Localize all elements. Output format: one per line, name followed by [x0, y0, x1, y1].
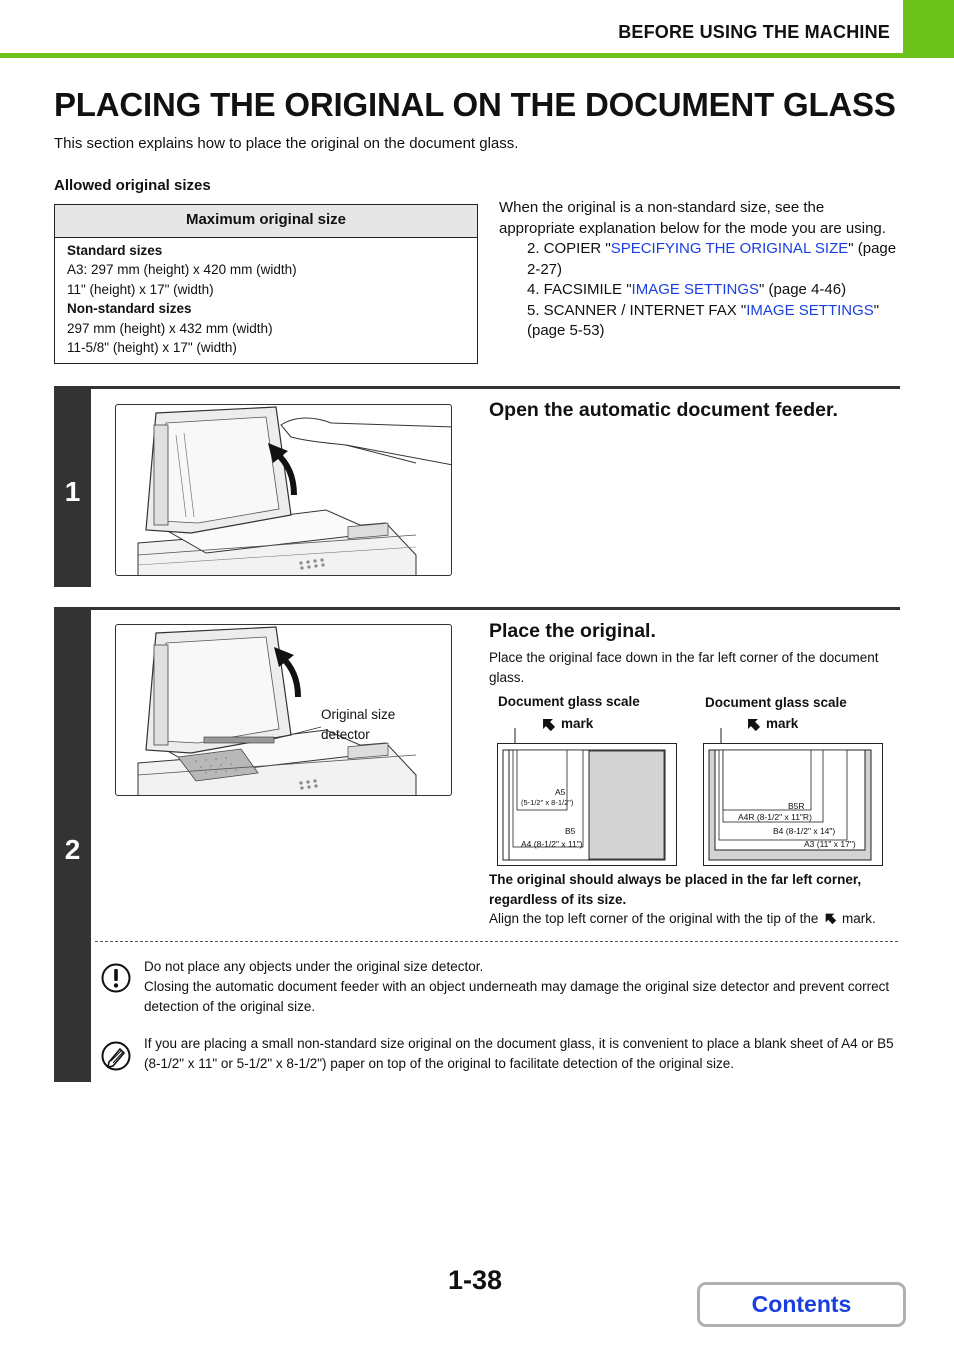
step2-number-bar: 2: [54, 607, 91, 1082]
detector-label: Original size detector: [321, 705, 441, 744]
step1-number-bar: 1: [54, 386, 91, 587]
scale-left-label: Document glass scale: [498, 694, 640, 709]
scale-right-a3: A3 (11" x 17"): [804, 839, 856, 849]
open-feeder-illustration: [137, 406, 451, 575]
page-number: 1-38: [448, 1265, 503, 1295]
step1-heading: Open the automatic document feeder.: [489, 399, 838, 421]
standard-size-inch: 11" (height) x 17" (width): [67, 281, 214, 297]
scanner-reference: 5. SCANNER / INTERNET FAX "IMAGE SETTING…: [499, 301, 899, 342]
allowed-sizes-heading: Allowed original sizes: [54, 177, 211, 194]
warning-text: Do not place any objects under the origi…: [144, 957, 899, 1017]
fax-link[interactable]: IMAGE SETTINGS: [631, 281, 760, 298]
scale-right-a4r: A4R (8-1/2" x 11"R): [738, 812, 812, 822]
step2-text: Place the original face down in the far …: [489, 650, 879, 685]
fax-suffix: " (page 4-46): [759, 281, 847, 298]
pencil-note-icon: [100, 1040, 132, 1072]
detector-label-line1: Original size: [321, 707, 396, 722]
scale-left-a5: A5: [555, 787, 566, 797]
table-header: Maximum original size: [55, 205, 477, 238]
step1-top-rule: [54, 386, 900, 389]
standard-size-mm: A3: 297 mm (height) x 420 mm (width): [67, 262, 297, 278]
warning-line2: Closing the automatic document feeder wi…: [144, 979, 890, 1014]
caution-icon: [100, 962, 132, 994]
step1-illustration: [115, 404, 452, 576]
scale-left-b5: B5: [565, 826, 576, 836]
step2-heading: Place the original.: [489, 620, 656, 642]
scale-right-mark-label: mark: [766, 716, 799, 731]
fax-reference: 4. FACSIMILE "IMAGE SETTINGS" (page 4-46…: [499, 280, 899, 301]
nonstandard-sizes-label: Non-standard sizes: [67, 301, 192, 317]
scale-left-diagram: [497, 728, 677, 866]
scale-right-b5r: B5R: [788, 801, 805, 811]
align-note-prefix: Align the top left corner of the origina…: [489, 911, 819, 926]
scale-left-mark-label: mark: [561, 716, 594, 731]
dashed-separator: [95, 941, 898, 942]
contents-button[interactable]: Contents: [697, 1282, 906, 1327]
note-text: If you are placing a small non-standard …: [144, 1036, 894, 1071]
nonstandard-note: When the original is a non-standard size…: [499, 198, 899, 342]
step2-number: 2: [64, 834, 81, 865]
table-body: Standard sizes A3: 297 mm (height) x 420…: [55, 238, 477, 357]
scanner-link[interactable]: IMAGE SETTINGS: [746, 301, 874, 319]
copier-link[interactable]: SPECIFYING THE ORIGINAL SIZE: [610, 240, 849, 257]
scale-right-label: Document glass scale: [705, 695, 847, 710]
align-note-suffix: mark.: [841, 911, 876, 926]
page-title: PLACING THE ORIGINAL ON THE DOCUMENT GLA…: [54, 86, 896, 123]
scale-left-a4: A4 (8-1/2" x 11"): [521, 839, 583, 849]
scale-right-diagram: [703, 728, 883, 866]
copier-suffix: " (page 2-27): [527, 240, 897, 278]
warning-line1: Do not place any objects under the origi…: [144, 959, 484, 974]
nonstandard-note-text: When the original is a non-standard size…: [499, 199, 886, 237]
step1-number: 1: [64, 476, 81, 507]
header-accent-block: [903, 0, 954, 53]
fax-prefix: 4. FACSIMILE ": [527, 281, 632, 298]
corner-note-bold: The original should always be placed in …: [489, 872, 862, 907]
nonstandard-size-inch: 11-5/8" (height) x 17" (width): [67, 340, 237, 356]
scale-mark-icon: [540, 716, 556, 732]
max-size-table: Maximum original size Standard sizes A3:…: [54, 204, 478, 364]
header-accent-line: [0, 53, 954, 58]
align-mark-icon: [822, 911, 838, 925]
align-note: Align the top left corner of the origina…: [489, 909, 899, 929]
intro-text: This section explains how to place the o…: [54, 135, 519, 152]
section-title: BEFORE USING THE MACHINE: [618, 22, 890, 42]
standard-sizes-label: Standard sizes: [67, 243, 163, 258]
step2-illustration: Original size detector: [115, 624, 452, 796]
place-original-illustration: [137, 626, 417, 795]
detector-label-line2: detector: [321, 726, 370, 742]
nonstandard-size-mm: 297 mm (height) x 432 mm (width): [67, 320, 273, 336]
scale-left-a5-inch: (5-1/2" x 8-1/2"): [521, 798, 574, 807]
copier-prefix: 2. COPIER ": [527, 240, 611, 257]
scale-mark-icon-right: [745, 716, 761, 732]
scanner-suffix: " (page 5-53): [527, 301, 880, 340]
copier-reference: 2. COPIER "SPECIFYING THE ORIGINAL SIZE"…: [499, 239, 899, 280]
scanner-prefix: 5. SCANNER / INTERNET FAX ": [527, 301, 747, 319]
scale-right-b4: B4 (8-1/2" x 14"): [773, 826, 836, 836]
step2-top-rule: [54, 607, 900, 610]
